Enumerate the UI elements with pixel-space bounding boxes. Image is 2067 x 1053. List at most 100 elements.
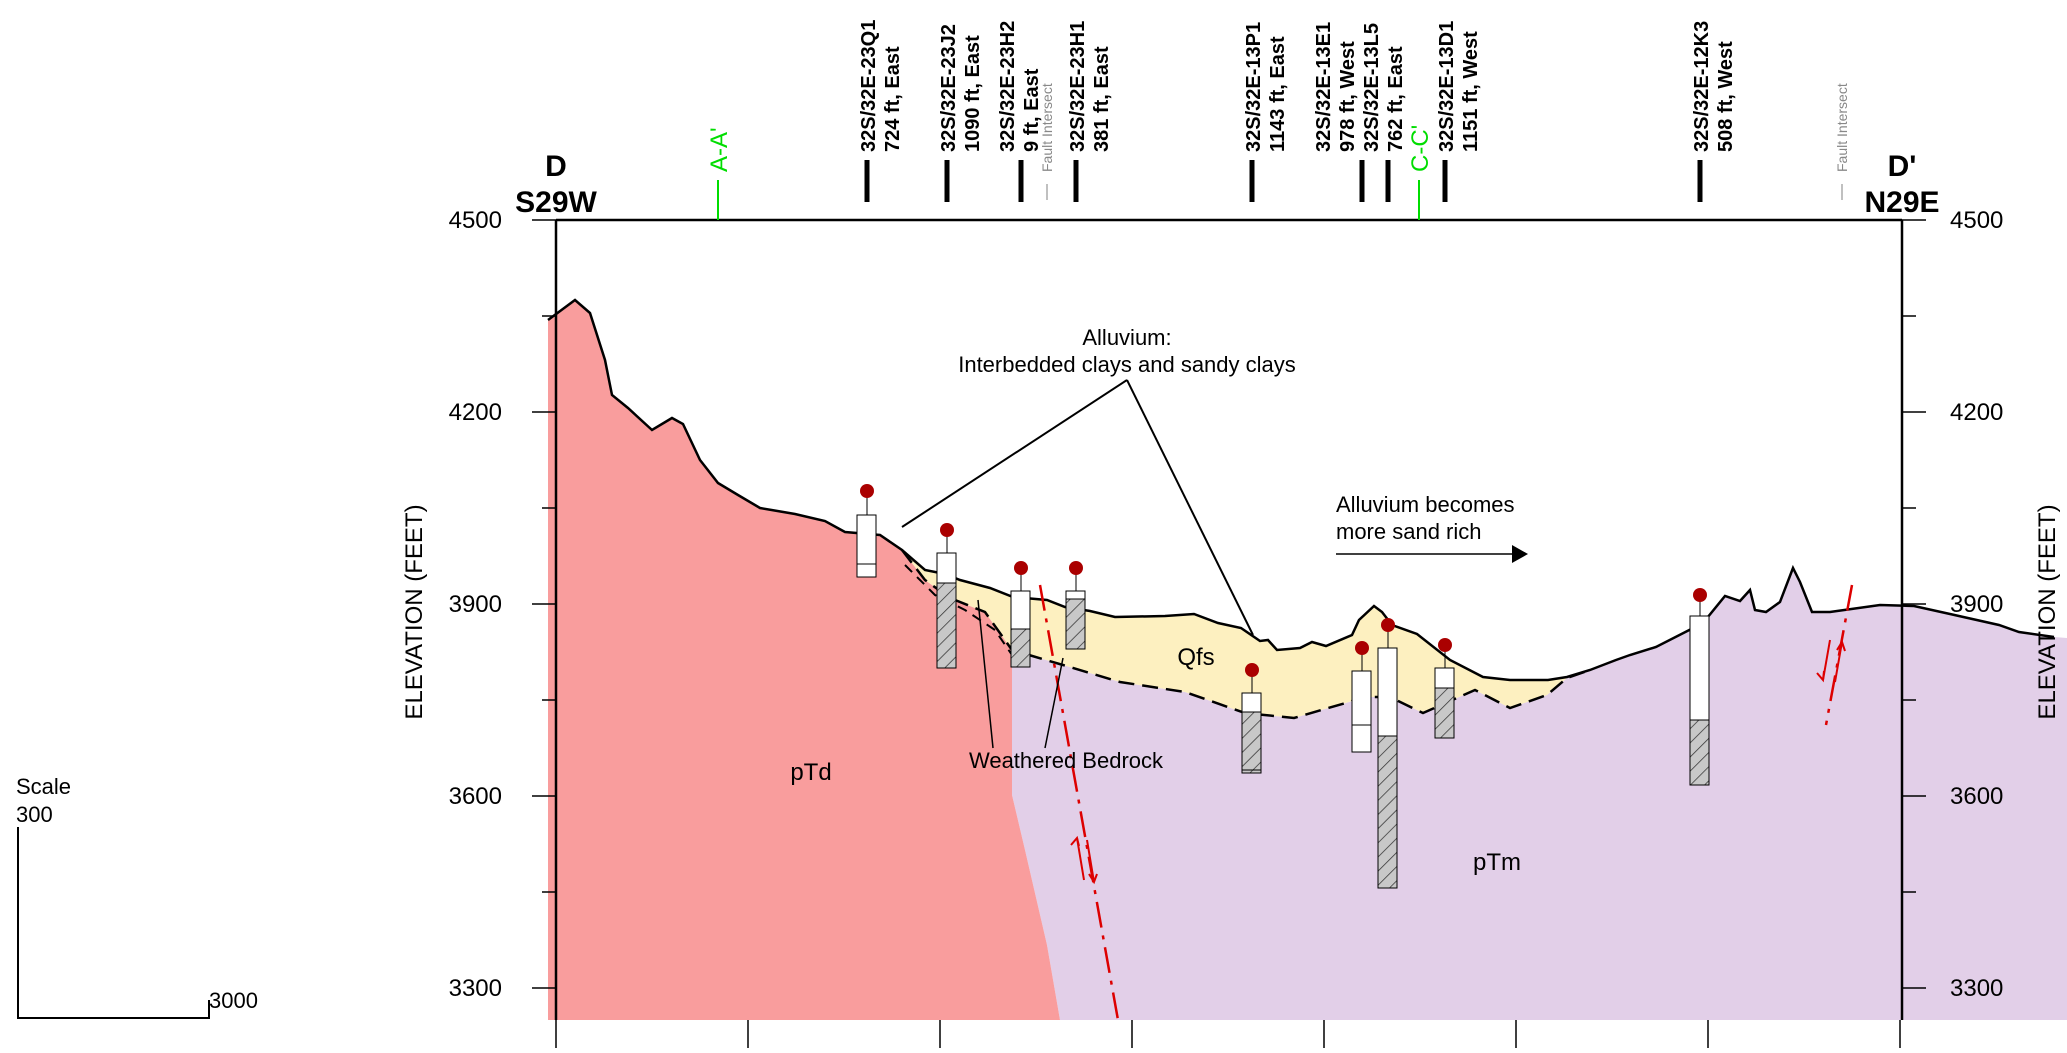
well-screen-interval: [936, 582, 957, 669]
sand-rich-arrow-icon: [1512, 545, 1528, 563]
y-axis-label-right: ELEVATION (FEET): [2034, 504, 2061, 719]
water-level-marker: [860, 484, 874, 498]
y-axis-label-left: ELEVATION (FEET): [401, 504, 428, 719]
alluvium-leader-lines: [901, 379, 1254, 636]
well-id-label: 32S/32E-23J2: [938, 24, 960, 152]
water-level-marker: [940, 523, 954, 537]
well-casing: [1351, 670, 1372, 753]
well-casing: [856, 514, 877, 578]
well-23h2: 32S/32E-23H2 9 ft, East: [997, 21, 1043, 668]
well-offset-label: 724 ft, East: [882, 46, 904, 152]
well-13p1: 32S/32E-13P1 1143 ft, East: [1241, 22, 1289, 774]
alluvium-callout-line1: Alluvium:: [1082, 325, 1171, 350]
sand-rich-callout-line1: Alluvium becomes: [1336, 492, 1515, 517]
scale-bar: [17, 827, 210, 1019]
section-frame: [554, 218, 1904, 1020]
ptd-unit-area: [548, 300, 1118, 1020]
well-casing: [1241, 692, 1262, 713]
well-screen-interval: [1065, 598, 1086, 650]
well-12k3: 32S/32E-12K3 508 ft, West: [1689, 21, 1737, 786]
well-offset-label: 978 ft, West: [1337, 41, 1359, 152]
section-crossing-label-a: A-A': [706, 127, 733, 172]
section-end-letter: D': [1888, 150, 1917, 183]
well-id-label: 32S/32E-13D1: [1436, 21, 1458, 152]
well-23q1: 32S/32E-23Q1 724 ft, East: [856, 20, 904, 578]
well-id-label: 32S/32E-13E1: [1313, 22, 1335, 152]
y-tick-label-left: 3300: [449, 975, 502, 1002]
well-offset-label: 762 ft, East: [1385, 46, 1407, 152]
well-23h1: 32S/32E-23H1 381 ft, East: [1065, 21, 1113, 650]
y-tick-label-left: 4500: [449, 207, 502, 234]
ground-surface-line: [547, 298, 2055, 682]
fault-intersect-label: Fault Intersect: [1834, 83, 1850, 172]
well-id-label: 32S/32E-23H2: [997, 21, 1019, 152]
unit-label-qfs: Qfs: [1177, 644, 1214, 671]
well-offset-label: 1090 ft, East: [962, 35, 984, 152]
main-fault-line: [1038, 584, 1120, 1021]
section-crossing-label-c: C-C': [1407, 125, 1434, 172]
fault-motion-arrows-main: [1070, 835, 1098, 885]
qfs-unit-area: [902, 550, 1590, 718]
well-screen-interval: [1434, 687, 1455, 739]
section-end-azimuth: N29E: [1864, 186, 1939, 219]
well-casing: [1689, 615, 1710, 721]
water-level-marker: [1693, 588, 1707, 602]
scale-bar-title: Scale: [16, 774, 71, 799]
well-id-label: 32S/32E-13P1: [1243, 22, 1265, 152]
x-axis-ticks: [555, 1020, 1901, 1048]
y-tick-label-right: 4500: [1950, 207, 2003, 234]
well-offset-label: 1143 ft, East: [1267, 36, 1289, 152]
weathered-bedrock-leaders: [977, 599, 1064, 749]
water-level-marker: [1014, 561, 1028, 575]
y-tick-label-left: 4200: [449, 399, 502, 426]
well-casing: [1377, 647, 1398, 737]
fault-intersect-label: Fault Intersect: [1039, 83, 1055, 172]
well-id-label: 32S/32E-13L5: [1361, 23, 1383, 152]
well-casing: [1434, 667, 1455, 689]
unit-label-ptm: pTm: [1473, 849, 1521, 876]
y-tick-label-right: 3600: [1950, 783, 2003, 810]
water-level-marker: [1069, 561, 1083, 575]
y-tick-label-right: 4200: [1950, 399, 2003, 426]
weathered-bedrock-label: Weathered Bedrock: [969, 748, 1164, 773]
well-id-label: 32S/32E-12K3: [1691, 21, 1713, 152]
well-screen-interval: [1377, 735, 1398, 889]
y-tick-label-right: 3900: [1950, 591, 2003, 618]
well-screen-interval: [1689, 719, 1710, 786]
ptm-unit-area: [1012, 568, 2067, 1020]
y-axis-ticks: [532, 219, 1926, 989]
sand-rich-callout-line2: more sand rich: [1336, 519, 1482, 544]
well-screen-interval: [1241, 711, 1262, 774]
weathered-bedrock-base-dashed: [904, 564, 1013, 656]
well-offset-label: 9 ft, East: [1021, 68, 1043, 152]
well-screen-interval: [1010, 628, 1031, 668]
unit-label-ptd: pTd: [790, 759, 831, 786]
well-23j2: 32S/32E-23J2 1090 ft, East: [936, 24, 984, 669]
well-id-label: 32S/32E-23Q1: [858, 20, 880, 152]
y-tick-label-right: 3300: [1950, 975, 2003, 1002]
well-13d1: 32S/32E-13D1 1151 ft, West: [1434, 21, 1482, 739]
alluvium-callout-line2: Interbedded clays and sandy clays: [958, 352, 1296, 377]
section-start-letter: D: [545, 150, 567, 183]
well-offset-label: 508 ft, West: [1715, 41, 1737, 152]
scale-bar-horizontal-value: 3000: [209, 988, 258, 1013]
well-id-label: 32S/32E-23H1: [1067, 21, 1089, 152]
water-level-marker: [1355, 641, 1369, 655]
y-tick-label-left: 3900: [449, 591, 502, 618]
water-level-marker: [1245, 663, 1259, 677]
section-start-azimuth: S29W: [515, 186, 597, 219]
well-13e1: 32S/32E-13E1 978 ft, West: [1313, 22, 1372, 753]
well-casing: [1010, 590, 1031, 630]
water-level-marker: [1381, 618, 1395, 632]
y-tick-label-left: 3600: [449, 783, 502, 810]
well-13l5: 32S/32E-13L5 762 ft, East: [1361, 23, 1407, 889]
well-casing: [936, 552, 957, 584]
well-casing: [1065, 590, 1086, 600]
well-offset-label: 381 ft, East: [1091, 46, 1113, 152]
fault-motion-arrows-east: [1816, 639, 1846, 683]
scale-bar-vertical-value: 300: [16, 802, 53, 827]
water-level-marker: [1438, 638, 1452, 652]
bedrock-contact-dashed: [901, 549, 1591, 720]
well-offset-label: 1151 ft, West: [1460, 31, 1482, 152]
